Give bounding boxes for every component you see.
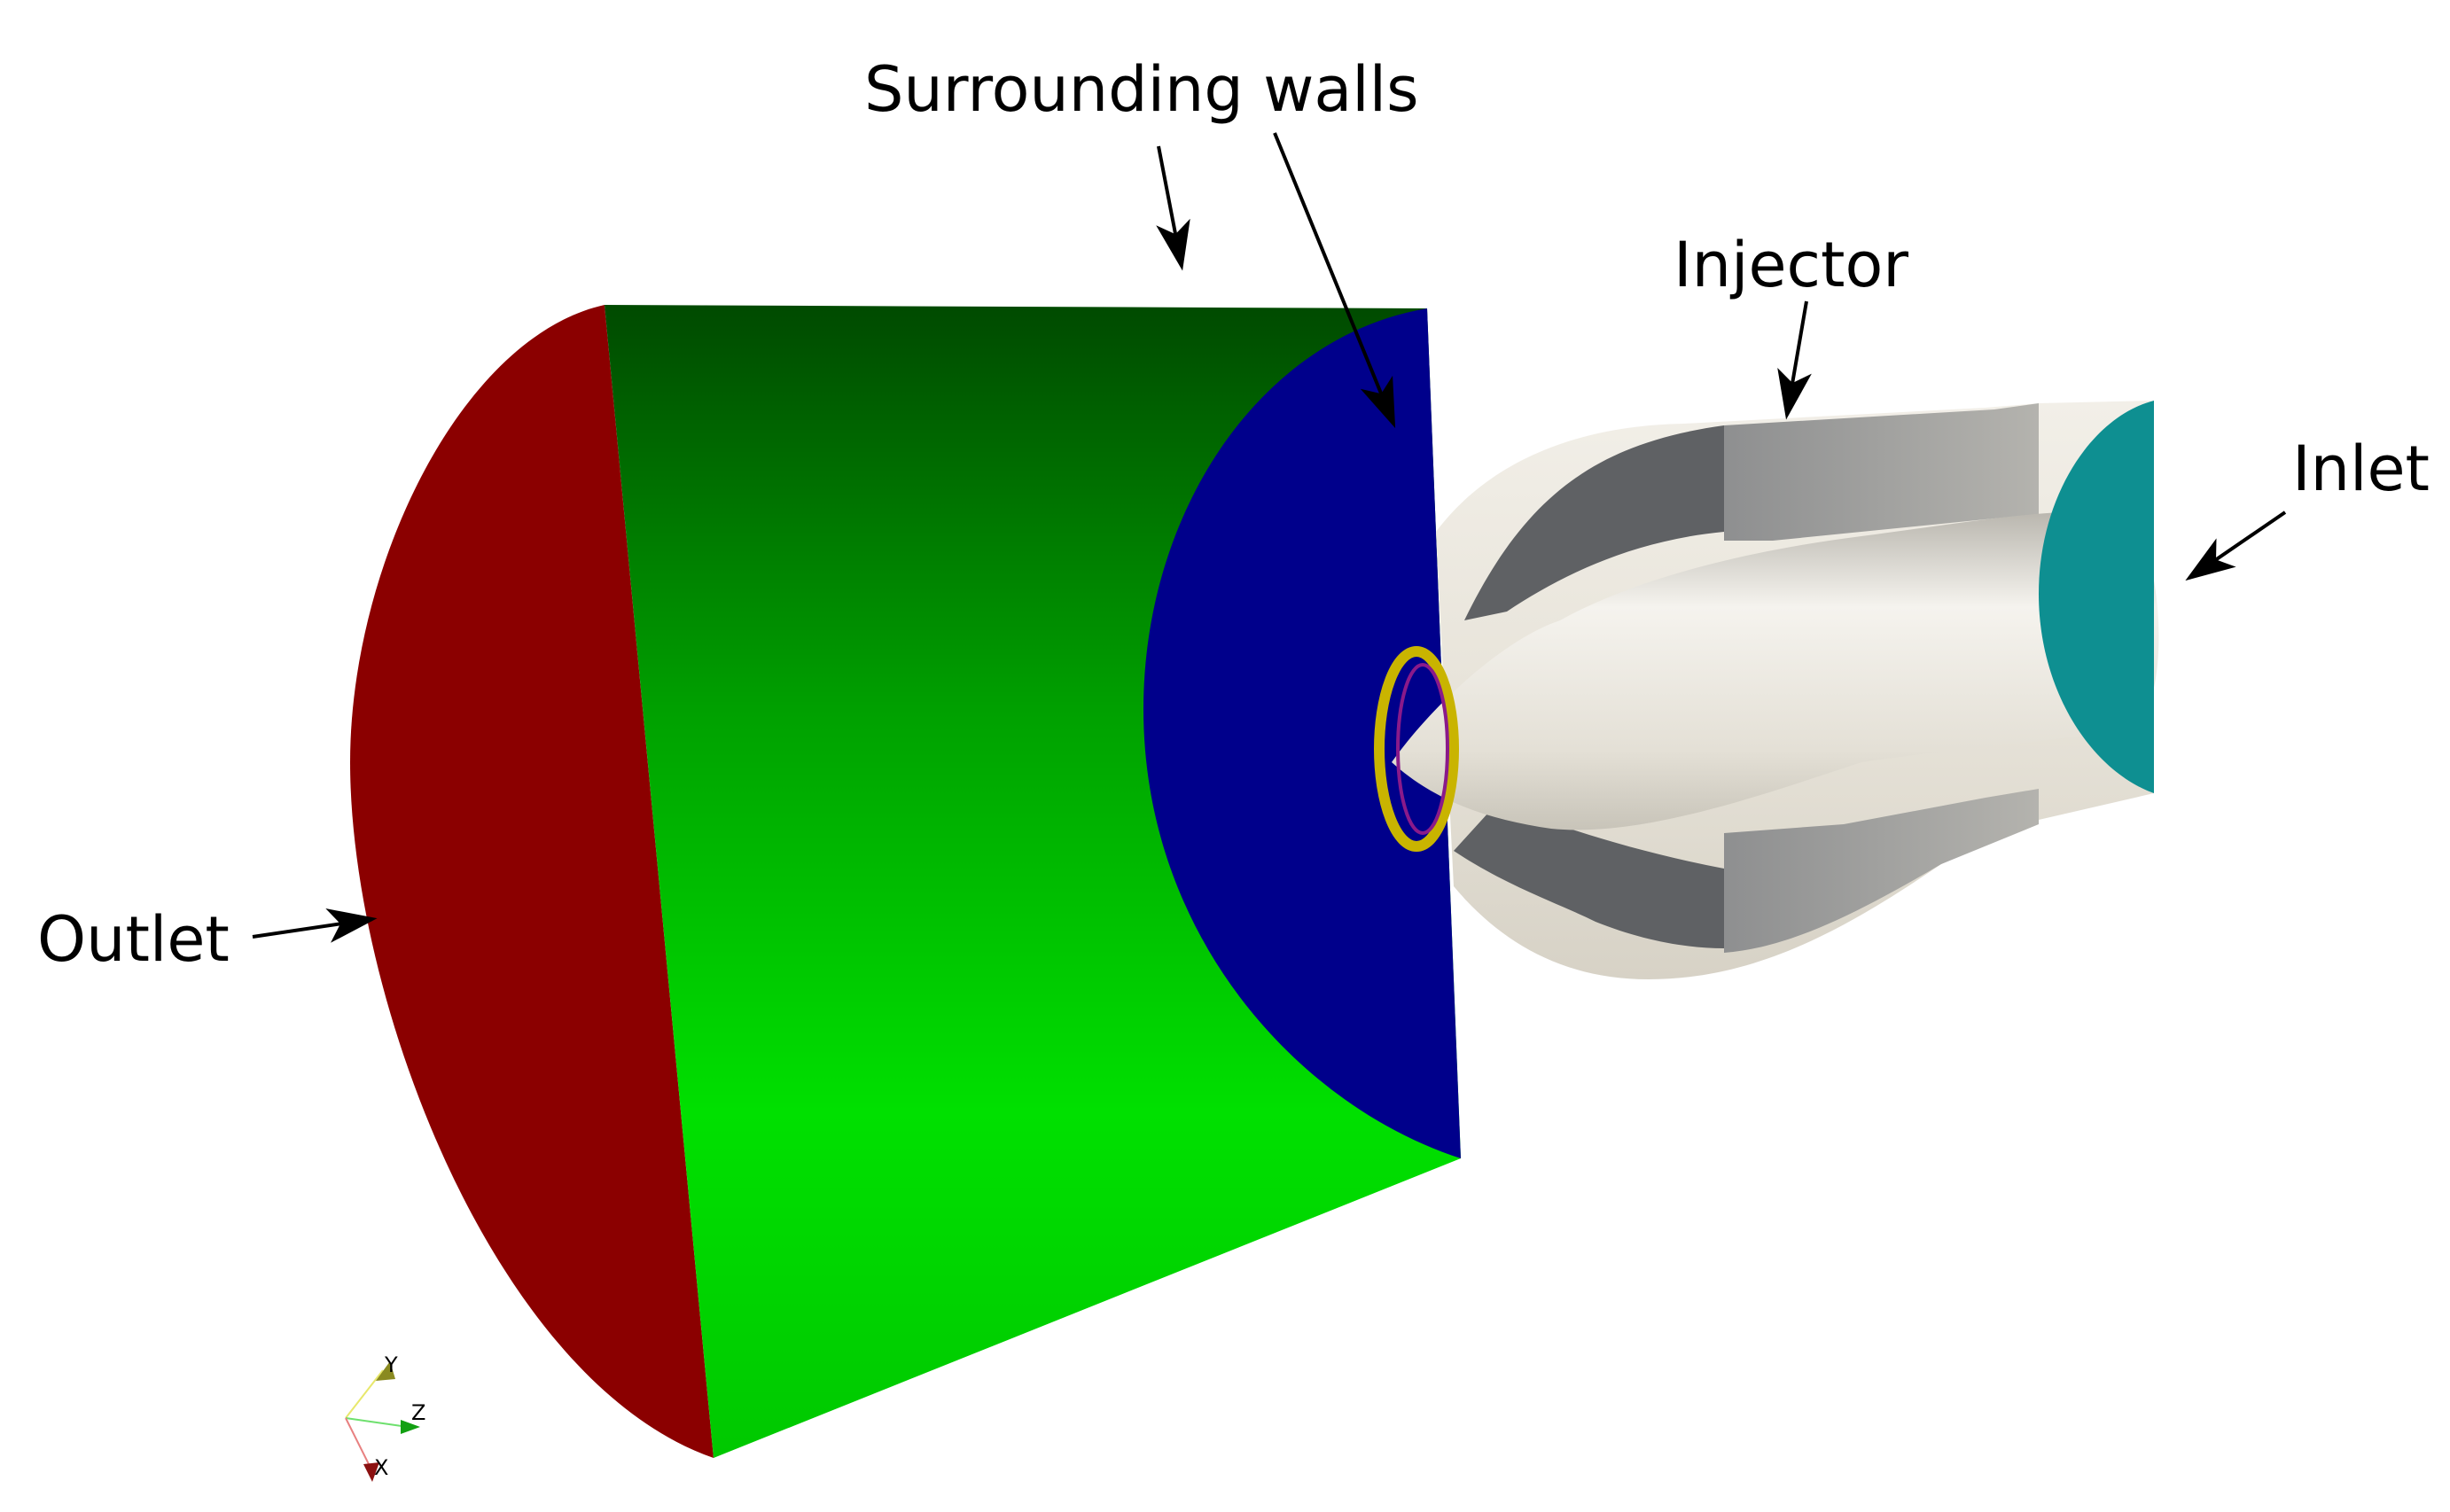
arrow-injector (1777, 300, 1812, 420)
x-axis-cone (363, 1462, 379, 1482)
label-outlet: Outlet (37, 903, 230, 976)
z-axis-cone (401, 1420, 420, 1434)
injector-band-upper (1724, 403, 2039, 541)
outlet-patch (350, 305, 714, 1458)
arrow-inlet (2185, 510, 2287, 581)
nozzle-ring (1374, 646, 1459, 852)
axis-y-label: Y (384, 1352, 398, 1377)
axes-triad: Y Z X (345, 1352, 425, 1482)
y-axis-cone (376, 1361, 395, 1381)
label-injector: Injector (1674, 229, 1908, 301)
arrow-surrounding-walls-top (1156, 145, 1190, 271)
injector-needle (1392, 511, 2159, 830)
axis-z-label: Z (411, 1400, 425, 1425)
arrow-outlet (252, 908, 378, 943)
arrow-surrounding-walls-back (1273, 132, 1396, 429)
label-surrounding-walls: Surrounding walls (864, 53, 1419, 126)
injector-cut-upper (1464, 425, 1724, 620)
injector-cut-lower (1454, 802, 1724, 948)
label-inlet: Inlet (2292, 433, 2430, 505)
injector-band-lower (1724, 789, 2039, 953)
inlet-patch (2039, 401, 2154, 793)
nozzle-ring-inner (1396, 663, 1449, 835)
surrounding-walls-back (1143, 308, 1461, 1158)
axis-x-label: X (374, 1455, 388, 1480)
